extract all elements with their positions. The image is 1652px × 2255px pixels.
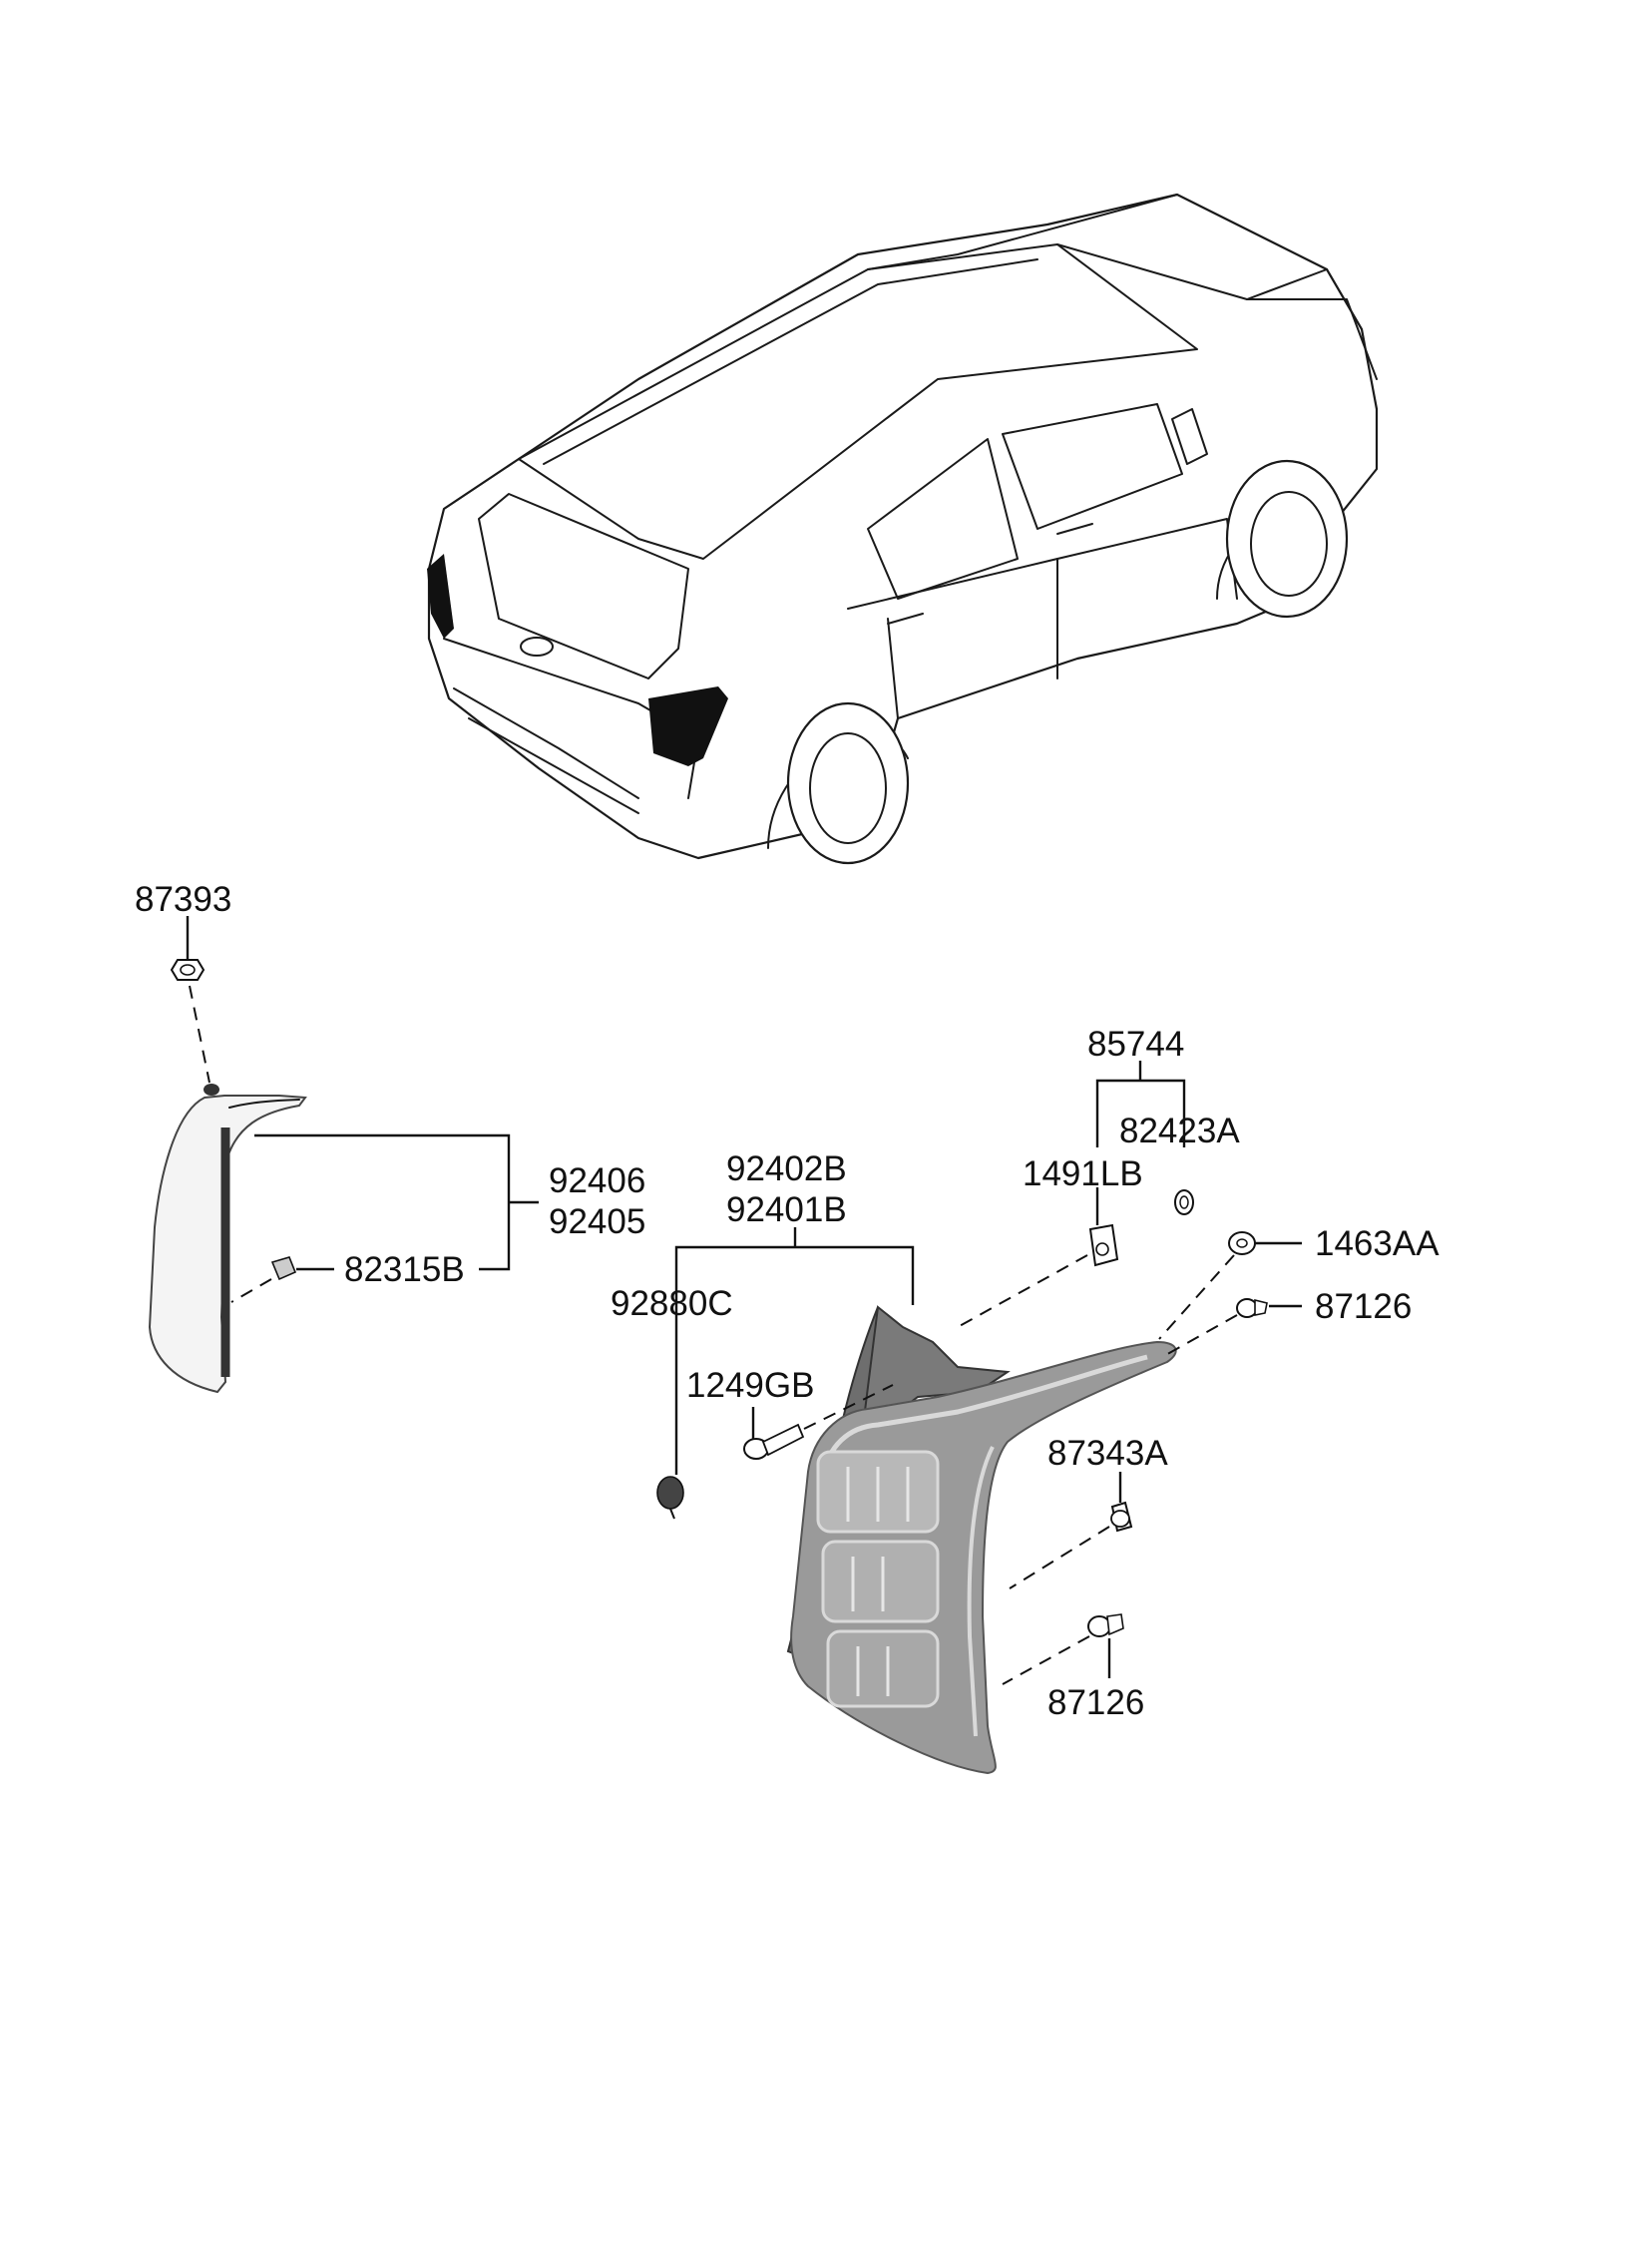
- label-82423a: 82423A: [1119, 1112, 1240, 1150]
- nut-87393-icon: [170, 959, 206, 981]
- mount-stud: [204, 1084, 219, 1096]
- label-87126-bottom: 87126: [1047, 1683, 1144, 1722]
- label-82315b: 82315B: [344, 1250, 465, 1289]
- clip-87126-bottom-icon: [1087, 1613, 1124, 1637]
- nut-82423a-icon: [1174, 1189, 1194, 1215]
- label-1463aa: 1463AA: [1315, 1224, 1440, 1263]
- label-87126-top: 87126: [1315, 1287, 1412, 1326]
- label-1491lb: 1491LB: [1023, 1154, 1143, 1193]
- vehicle-illustration: [427, 193, 1379, 865]
- rear-combination-lamp-left: [148, 1084, 307, 1394]
- label-85744: 85744: [1087, 1025, 1184, 1064]
- nut-1463aa-icon: [1228, 1231, 1256, 1255]
- bolt-82315b-icon: [270, 1256, 297, 1281]
- label-87393: 87393: [135, 880, 231, 919]
- clip-1491lb-icon: [1088, 1223, 1119, 1267]
- label-87343a: 87343A: [1047, 1434, 1168, 1473]
- clip-87343a-icon: [1110, 1501, 1133, 1533]
- screw-1249gb-icon: [743, 1423, 805, 1460]
- tail-lamp-left-highlight: [427, 554, 454, 639]
- label-92401b: 92401B: [726, 1190, 847, 1229]
- label-92402b: 92402B: [726, 1149, 847, 1188]
- label-92406: 92406: [549, 1161, 645, 1200]
- label-1249gb: 1249GB: [686, 1366, 814, 1405]
- grommet-92880c-icon: [656, 1476, 684, 1520]
- label-92880c: 92880C: [611, 1284, 733, 1323]
- label-92405: 92405: [549, 1202, 645, 1241]
- rear-combination-lamp-right: [786, 1305, 1177, 1775]
- tail-lamp-right-highlight: [648, 686, 728, 766]
- clip-87126-top-icon: [1236, 1298, 1268, 1318]
